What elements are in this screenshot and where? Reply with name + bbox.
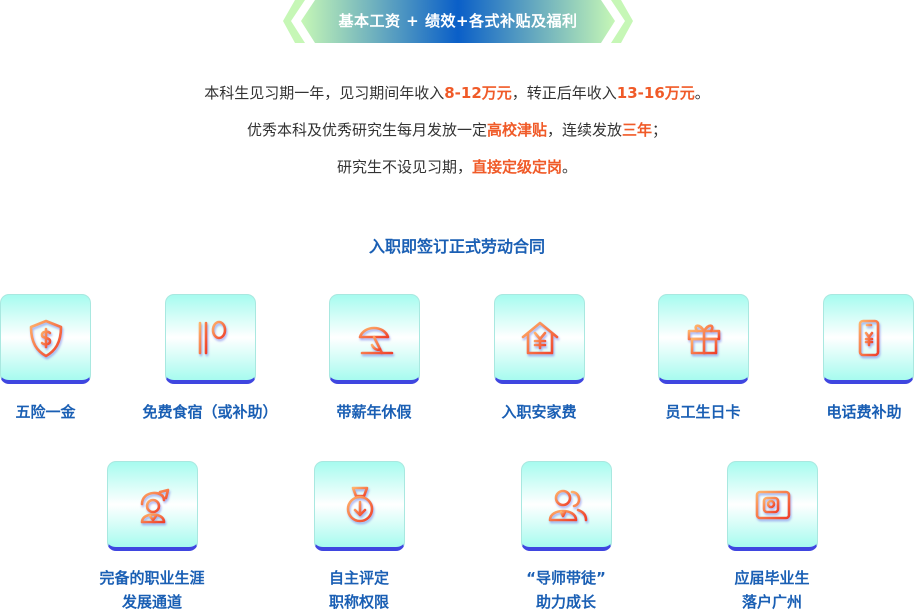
beach-umbrella-icon — [358, 326, 393, 354]
benefit-label: 员工生日卡 — [665, 403, 741, 421]
gift-icon — [687, 323, 720, 354]
career-person-icon — [140, 488, 169, 523]
allowance-line: 优秀本科及优秀研究生每月发放一定高校津贴，连续发放三年； — [246, 121, 668, 139]
benefit-card — [494, 294, 585, 384]
benefit-label: “导师带徒”助力成长 — [526, 569, 606, 611]
id-card-icon — [755, 490, 790, 519]
benefit-card — [165, 294, 256, 384]
benefit-card — [107, 461, 198, 551]
benefit-label: 应届毕业生落户广州 — [734, 569, 810, 611]
benefit-label: 入职安家费 — [501, 403, 577, 421]
benefit-label: 自主评定职称权限 — [328, 569, 389, 611]
house-yuan-icon — [521, 321, 558, 354]
benefit-label: 带薪年休假 — [336, 403, 412, 421]
benefit-card — [658, 294, 749, 384]
mentor-people-icon — [548, 489, 587, 521]
chopsticks-spoon-icon — [198, 320, 226, 354]
benefit-label: 免费食宿（或补助） — [142, 403, 278, 421]
benefit-card — [0, 294, 91, 384]
shield-dollar-icon — [29, 319, 62, 357]
banner-title: 基本工资 + 绩效+各式补贴及福利 — [338, 12, 578, 30]
benefit-card — [727, 461, 818, 551]
benefit-label: 五险一金 — [15, 403, 76, 421]
graduate-line: 研究生不设见习期，直接定级定岗。 — [336, 158, 578, 176]
subtitle: 入职即签订正式劳动合同 — [368, 237, 545, 256]
phone-yuan-icon — [858, 319, 879, 356]
benefit-card — [329, 294, 420, 384]
medal-icon — [346, 486, 373, 522]
benefit-label: 完备的职业生涯发展通道 — [99, 569, 205, 611]
benefit-card — [521, 461, 612, 551]
benefit-card — [314, 461, 405, 551]
benefit-card — [823, 294, 914, 384]
benefit-label: 电话费补助 — [826, 403, 902, 421]
banner: 基本工资 + 绩效+各式补贴及福利 — [283, 0, 633, 43]
salary-line: 本科生见习期一年，见习期间年收入8-12万元，转正后年收入13-16万元。 — [204, 84, 710, 102]
